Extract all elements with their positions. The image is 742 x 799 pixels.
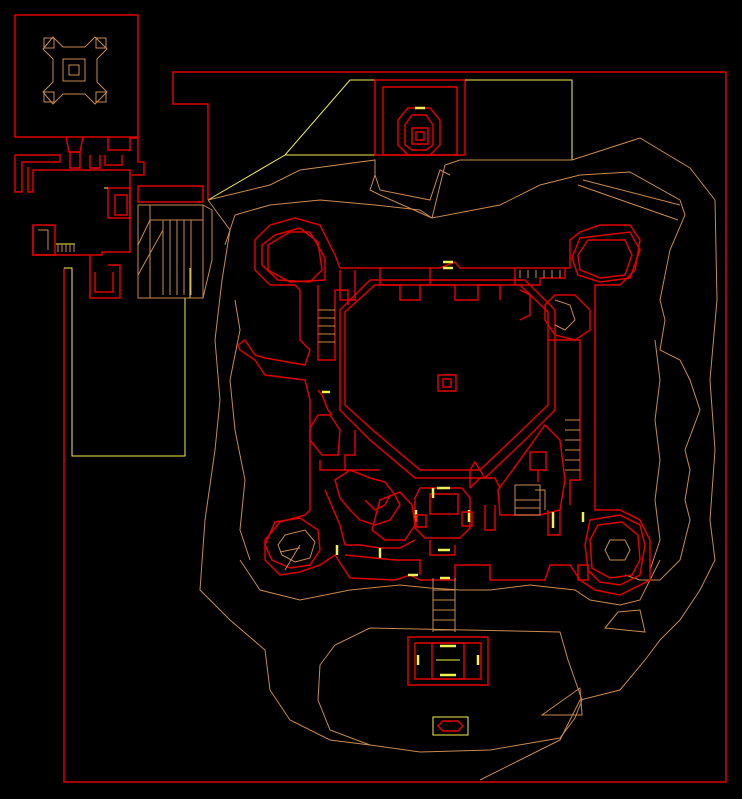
bottom-island bbox=[317, 627, 583, 753]
top-exit-room bbox=[207, 79, 573, 201]
start-building bbox=[14, 137, 145, 299]
stair-corridor bbox=[137, 185, 213, 299]
hub-room bbox=[14, 14, 139, 153]
cave-contour bbox=[199, 137, 718, 781]
fortress bbox=[237, 217, 651, 632]
outer-boundary bbox=[63, 71, 727, 783]
